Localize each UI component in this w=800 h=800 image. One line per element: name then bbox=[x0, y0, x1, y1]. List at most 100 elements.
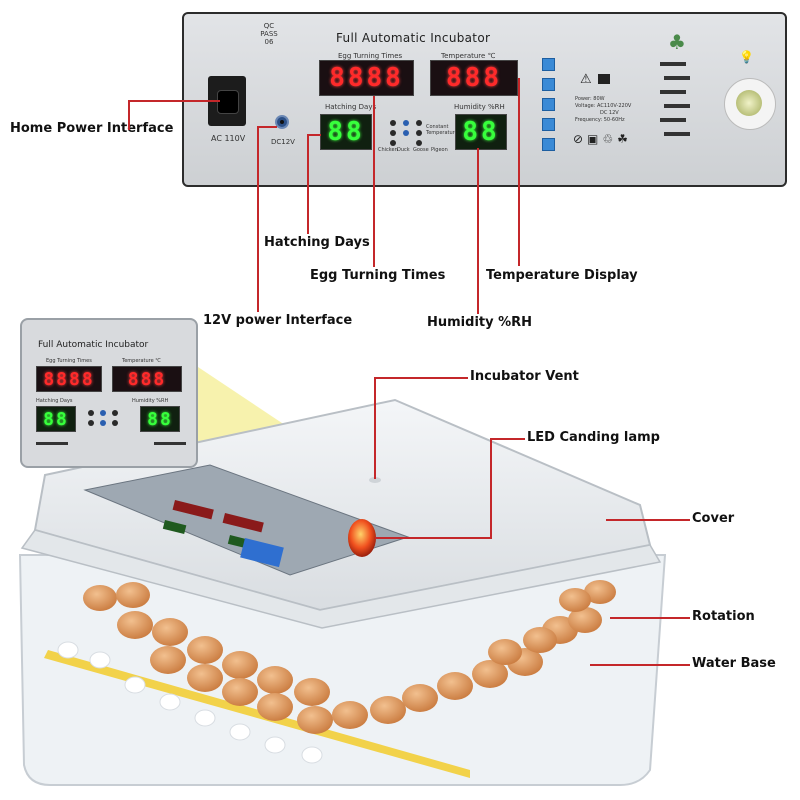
dc-jack[interactable] bbox=[275, 115, 289, 129]
dc-pin-icon bbox=[280, 120, 284, 124]
inset-egg-turning-display: 8888 bbox=[36, 366, 102, 392]
inset-humidity-label: Humidity %RH bbox=[132, 398, 169, 404]
callout-line bbox=[307, 134, 309, 234]
callout-home-power: Home Power Interface bbox=[10, 121, 174, 136]
callout-line bbox=[257, 126, 259, 312]
callout-hatching-days: Hatching Days bbox=[264, 235, 370, 250]
control-button-4[interactable] bbox=[542, 118, 555, 131]
battery-icon bbox=[598, 74, 610, 84]
inset-hatching-days-label: Hatching Days bbox=[36, 398, 73, 404]
callout-egg-turning: Egg Turning Times bbox=[310, 268, 446, 283]
indicator-dot bbox=[403, 130, 409, 136]
callout-led-lamp: LED Canding lamp bbox=[527, 430, 660, 445]
hatching-days-label: Hatching Days bbox=[325, 103, 377, 111]
cover-button-strip bbox=[240, 538, 284, 568]
warning-icon: ⚠ bbox=[580, 72, 592, 87]
callout-line bbox=[374, 377, 376, 479]
tray-base bbox=[18, 554, 667, 786]
callout-line bbox=[590, 664, 690, 666]
egg-type-chicken: Chicken bbox=[378, 147, 398, 153]
voltage-info: Voltage: AC110V-220V bbox=[575, 103, 632, 109]
indicator-dot bbox=[390, 120, 396, 126]
egg-type-pigeon: Pigeon bbox=[431, 147, 448, 153]
lamp-lens-icon bbox=[736, 90, 762, 116]
certification-icons: ⊘▣♲☘ bbox=[573, 132, 632, 146]
control-button-2[interactable] bbox=[542, 78, 555, 91]
control-button-5[interactable] bbox=[542, 138, 555, 151]
vent-slot bbox=[664, 76, 690, 80]
indicator-dot bbox=[403, 120, 409, 126]
power-info: Power: 80W bbox=[575, 96, 605, 102]
tree-logo-icon: ♣ bbox=[668, 30, 686, 54]
dc-label: DC12V bbox=[271, 138, 295, 146]
panel-title: Full Automatic Incubator bbox=[336, 31, 491, 45]
inset-panel-magnified: Full Automatic Incubator Egg Turning Tim… bbox=[20, 318, 198, 468]
humidity-label: Humidity %RH bbox=[454, 103, 505, 111]
qc-number: 06 bbox=[264, 38, 274, 46]
callout-rotation: Rotation bbox=[692, 609, 755, 624]
inset-temperature-label: Temperature ℃ bbox=[122, 358, 161, 364]
callout-line bbox=[128, 100, 130, 130]
hatching-days-digits: 88 bbox=[327, 117, 365, 147]
candling-lamp-button[interactable] bbox=[724, 78, 776, 130]
temperature-digits: 888 bbox=[446, 63, 502, 93]
inset-egg-turning-label: Egg Turning Times bbox=[46, 358, 92, 364]
callout-line bbox=[257, 126, 277, 128]
callout-line bbox=[128, 100, 220, 102]
egg-type-constant-temperature: Constant Temperature bbox=[426, 124, 458, 136]
callout-water-base: Water Base bbox=[692, 656, 776, 671]
indicator-dot bbox=[100, 410, 106, 416]
indicator-dot bbox=[416, 130, 422, 136]
inset-hatching-days-display: 88 bbox=[36, 406, 76, 432]
indicator-dot bbox=[112, 420, 118, 426]
temperature-display: 888 bbox=[430, 60, 518, 96]
callout-line bbox=[606, 519, 690, 521]
callout-temperature: Temperature Display bbox=[486, 268, 638, 283]
frequency-info: Frequency: 50-60Hz bbox=[575, 117, 625, 123]
socket-hole-icon bbox=[217, 90, 239, 114]
indicator-dot bbox=[390, 140, 396, 146]
inset-indicator-dots bbox=[86, 410, 131, 432]
led-candling-lamp bbox=[348, 519, 376, 557]
hatching-days-display: 88 bbox=[320, 114, 372, 150]
humidity-display: 88 bbox=[455, 114, 507, 150]
inset-temperature-display: 888 bbox=[112, 366, 182, 392]
callout-12v: 12V power Interface bbox=[203, 313, 353, 328]
callout-line bbox=[373, 96, 375, 267]
incubator-illustration bbox=[18, 365, 667, 786]
control-button-1[interactable] bbox=[542, 58, 555, 71]
vent-slot bbox=[664, 104, 690, 108]
egg-turning-label: Egg Turning Times bbox=[338, 52, 403, 60]
egg-type-goose: Goose bbox=[413, 147, 429, 153]
inset-title: Full Automatic Incubator bbox=[38, 340, 149, 350]
water-base-rail bbox=[44, 650, 470, 778]
egg-type-duck: Duck bbox=[397, 147, 410, 153]
callout-line bbox=[490, 438, 492, 538]
callout-line bbox=[374, 377, 468, 379]
egg-turning-display: 8888 bbox=[319, 60, 414, 96]
inset-humidity-display: 88 bbox=[140, 406, 180, 432]
control-button-3[interactable] bbox=[542, 98, 555, 111]
egg-rows bbox=[83, 580, 616, 734]
vent-slot bbox=[664, 132, 690, 136]
callout-line bbox=[477, 148, 479, 314]
temperature-label: Temperature ℃ bbox=[441, 52, 496, 60]
cover-led-red bbox=[222, 513, 264, 533]
vent-slot bbox=[660, 62, 686, 66]
indicator-dot bbox=[390, 130, 396, 136]
callout-line bbox=[307, 134, 321, 136]
vent-slot bbox=[660, 90, 686, 94]
inset-temperature-digits: 888 bbox=[127, 368, 167, 390]
control-panel bbox=[182, 12, 787, 187]
dc-info: DC 12V bbox=[600, 110, 619, 116]
humidity-digits: 88 bbox=[462, 117, 500, 147]
vent-slots bbox=[660, 62, 698, 144]
callout-line bbox=[518, 78, 520, 266]
cover-rim bbox=[20, 529, 662, 629]
qc-text: QC bbox=[263, 22, 275, 30]
callout-line bbox=[375, 537, 492, 539]
cover-led-red bbox=[172, 500, 214, 520]
egg-type-selector bbox=[384, 118, 444, 158]
callout-cover: Cover bbox=[692, 511, 735, 526]
inset-humidity-digits: 88 bbox=[147, 408, 173, 430]
